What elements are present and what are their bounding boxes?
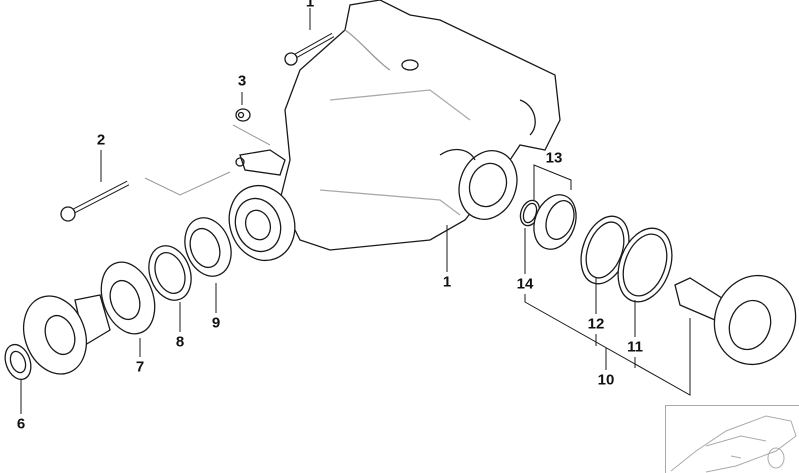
bolt-1 xyxy=(284,32,335,66)
shaft-seal-9 xyxy=(184,217,232,277)
callout-label: 2 xyxy=(96,131,106,149)
callout-label: 14 xyxy=(516,275,534,293)
housing-left-flange xyxy=(228,185,296,261)
shaft-seal-13 xyxy=(533,194,577,250)
callout-label: 10 xyxy=(597,371,615,389)
callout-label: 8 xyxy=(175,333,185,351)
callout-label: 7 xyxy=(135,358,145,376)
callout-label: 1 xyxy=(442,273,452,291)
callout-label: 9 xyxy=(211,314,221,332)
leader-lines xyxy=(20,8,691,414)
ring-8 xyxy=(148,245,192,301)
nut-6 xyxy=(4,343,32,381)
callout-label: 3 xyxy=(237,72,247,90)
callout-label: 13 xyxy=(545,149,563,167)
nut-3 xyxy=(232,108,271,146)
seal-ring-7 xyxy=(100,261,156,335)
callout-label: 12 xyxy=(587,315,605,333)
bolt-2 xyxy=(60,171,231,222)
ring-11 xyxy=(617,227,673,303)
callout-label: 6 xyxy=(16,415,26,433)
vehicle-thumbnail xyxy=(665,405,799,473)
car-outline-icon xyxy=(670,415,797,473)
differential-housing xyxy=(235,0,561,251)
callout-label: 11 xyxy=(627,338,643,356)
callout-label: 1 xyxy=(305,0,315,11)
output-flange-left xyxy=(23,294,111,375)
output-flange-right xyxy=(674,274,797,366)
